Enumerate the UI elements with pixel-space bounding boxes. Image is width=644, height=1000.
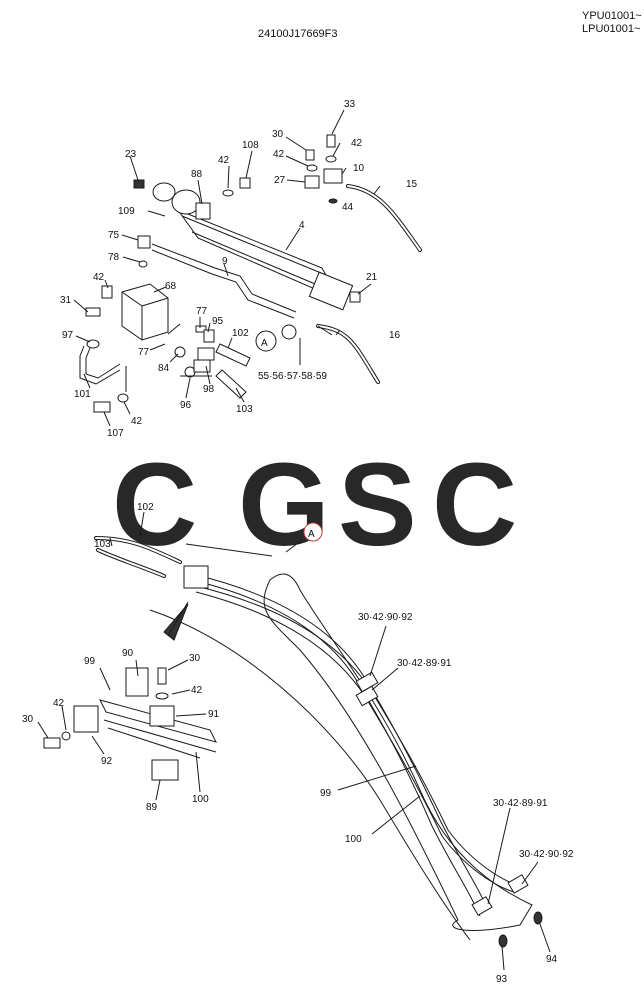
part-label: 31 [60, 295, 72, 306]
ref-circle-a-upper: A [255, 330, 277, 352]
hose-102-lower [94, 536, 182, 564]
part-label: 96 [180, 400, 192, 411]
boom-clamps [183, 565, 543, 948]
callout-clamp-bottom-90-92: 30·42·90·92 [519, 849, 574, 860]
watermark-letter-c2: C [432, 439, 517, 571]
part-label: 16 [389, 330, 401, 341]
drawing-number: 24100J17669F3 [258, 28, 338, 40]
part-label: 90 [122, 648, 134, 659]
boom-outline [149, 573, 533, 941]
small-fasteners [85, 134, 361, 413]
pipe-9 [151, 243, 297, 319]
watermark-letter-g: G [238, 439, 330, 571]
part-label: 21 [366, 272, 378, 283]
watermark: C G S C [112, 439, 517, 571]
part-label: 88 [191, 169, 203, 180]
part-label: 42 [273, 149, 285, 160]
part-label: 23 [125, 149, 137, 160]
part-label: 103 [236, 404, 253, 415]
hose-15 [346, 184, 422, 252]
part-label: 44 [342, 202, 354, 213]
part-label: 103 [94, 539, 111, 550]
part-label: 102 [137, 502, 154, 513]
part-label: 9 [222, 256, 228, 267]
part-label: 30 [189, 653, 201, 664]
part-label: 42 [351, 138, 363, 149]
part-label: 95 [212, 316, 224, 327]
boom-cylinder [152, 182, 354, 311]
part-label: 42 [218, 155, 230, 166]
callout-55-59: 55·56·57·58·59 [258, 371, 327, 382]
part-label: 78 [108, 252, 120, 263]
part-label: 77 [138, 347, 150, 358]
leader-lines-upper [73, 109, 381, 427]
part-label: 100 [345, 834, 362, 845]
callout-clamp-top-90-92: 30·42·90·92 [358, 612, 413, 623]
part-label: 30 [272, 129, 284, 140]
ref-a-upper-label: A [261, 338, 268, 349]
part-label: 15 [406, 179, 418, 190]
hose-103-lower [96, 548, 166, 578]
part-label: 77 [196, 306, 208, 317]
part-label: 33 [344, 99, 356, 110]
fitting-103-upper [215, 369, 247, 399]
part-label: 10 [353, 163, 365, 174]
watermark-letter-s: S [338, 439, 417, 571]
part-label: 101 [74, 389, 91, 400]
part-label: 93 [496, 974, 508, 985]
part-label: 89 [146, 802, 158, 813]
callout-clamp-top-89-91: 30·42·89·91 [397, 658, 452, 669]
part-label: 91 [208, 709, 220, 720]
part-label: 102 [232, 328, 249, 339]
callout-clamp-bottom-89-91: 30·42·89·91 [493, 798, 548, 809]
part-label: 100 [192, 794, 209, 805]
ref-a-lower-label: A [308, 529, 315, 540]
boom-pipes [191, 573, 521, 917]
fitting-102-upper [215, 343, 251, 367]
pipe-101 [79, 345, 121, 385]
serial-range-1: YPU01001~ [582, 10, 642, 22]
part-label: 68 [165, 281, 177, 292]
hose-16 [316, 324, 380, 384]
part-label: 4 [299, 220, 305, 231]
part-label: 42 [191, 685, 203, 696]
part-label: 27 [274, 175, 286, 186]
part-label: 98 [203, 384, 215, 395]
part-label: 42 [53, 698, 65, 709]
ref-circle-a-lower: A [303, 522, 323, 542]
valve-block-68 [121, 283, 169, 341]
part-label: 99 [320, 788, 332, 799]
part-label: 84 [158, 363, 170, 374]
part-label: 108 [242, 140, 259, 151]
part-label: 75 [108, 230, 120, 241]
part-label: 99 [84, 656, 96, 667]
part-label: 109 [118, 206, 135, 217]
detail-clamp [43, 667, 217, 781]
part-label: 97 [62, 330, 74, 341]
serial-range-2: LPU01001~ [582, 23, 640, 35]
part-label: 42 [93, 272, 105, 283]
leader-lines-lower [37, 511, 551, 971]
part-label: 30 [22, 714, 34, 725]
part-label: 107 [107, 428, 124, 439]
part-label: 42 [131, 416, 143, 427]
part-labels: 33 30 42 42 10 27 15 44 108 42 88 23 109… [22, 99, 558, 985]
part-label: 92 [101, 756, 113, 767]
part-label: 94 [546, 954, 558, 965]
